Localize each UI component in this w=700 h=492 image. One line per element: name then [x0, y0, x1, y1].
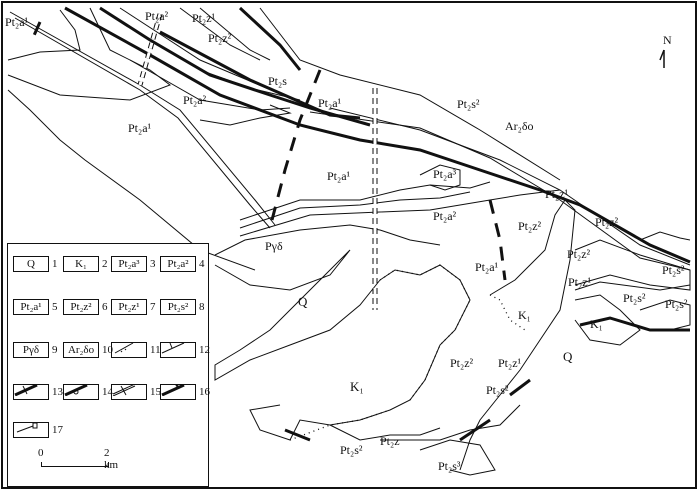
map-label: Q: [563, 349, 573, 364]
map-label: Pt₂s³: [438, 459, 461, 473]
legend-item: 17: [13, 422, 63, 438]
map-label: Pt₂z²: [450, 356, 474, 370]
map-label: Pt₂a¹: [318, 96, 342, 110]
scale-end: 2 km: [104, 447, 119, 471]
map-label: Pt₂a³: [433, 167, 457, 181]
map-label: Pt₂z: [380, 434, 400, 448]
map-label: Pt₂z²: [567, 247, 591, 261]
north-arrow-icon: [659, 49, 665, 68]
fault-icon-14: [63, 384, 99, 400]
fault-icon-13: [13, 384, 49, 400]
map-label: Pt₂a²: [183, 93, 207, 107]
map-label: Pt₂s²: [457, 97, 480, 111]
scale-start: 0: [38, 447, 44, 459]
map-label: Pt₂s²: [486, 383, 509, 397]
map-label: Pγδ: [265, 239, 283, 253]
map-label: K₁: [350, 379, 364, 394]
map-label: K₁: [518, 308, 531, 322]
legend-item: 12: [160, 342, 210, 358]
map-label: Pt₂a¹: [5, 15, 29, 29]
inferred-fault: [30, 21, 507, 281]
map-label: Pt₂a²: [433, 209, 457, 223]
faults: [64, 6, 691, 442]
legend-item: 13: [13, 384, 63, 400]
north-label: N: [663, 33, 672, 47]
attitude-icon: [13, 422, 49, 438]
map-label: Pt₂s²: [662, 263, 685, 277]
unconformity-dotted: [289, 264, 526, 441]
legend-item: 11: [111, 342, 161, 358]
map-label: Pt₂z¹: [568, 275, 592, 289]
map-label: Pt₂z¹: [545, 187, 569, 201]
legend-item: 15: [111, 384, 161, 400]
map-label: Pt₂a¹: [475, 260, 499, 274]
map-label: Pt₂z²: [208, 31, 232, 45]
map-label: Pt₂a¹: [327, 169, 351, 183]
map-label: Pt₂s: [268, 74, 287, 88]
unit-boundaries: [214, 199, 691, 476]
map-label: Pt₂z²: [518, 219, 542, 233]
map-label: K₁: [590, 317, 603, 331]
legend-item: 16: [160, 384, 210, 400]
map-label: Pt₂s²: [340, 443, 363, 457]
map-label: Pt₂s²: [665, 297, 688, 311]
map-label: Pt₂z¹: [192, 11, 216, 25]
fold-axis-icon: [111, 384, 147, 400]
map-label: Pt₂a²: [145, 9, 169, 23]
map-label: Pt₂a¹: [128, 121, 152, 135]
map-label: Q: [298, 294, 308, 309]
map-label: Pt₂z¹: [498, 356, 522, 370]
fault-icon-16: [160, 384, 196, 400]
map-label: Pt₂s²: [623, 291, 646, 305]
map-label: Ar₂δo: [505, 119, 534, 133]
map-label: Pt₂z²: [595, 215, 619, 229]
thrust-fault-icon: [160, 342, 196, 358]
scale-bar-line: [41, 462, 109, 467]
legend-item: 14: [63, 384, 113, 400]
drill-line-boxes: [137, 13, 378, 310]
stratum-boundary-icon: [111, 342, 147, 358]
